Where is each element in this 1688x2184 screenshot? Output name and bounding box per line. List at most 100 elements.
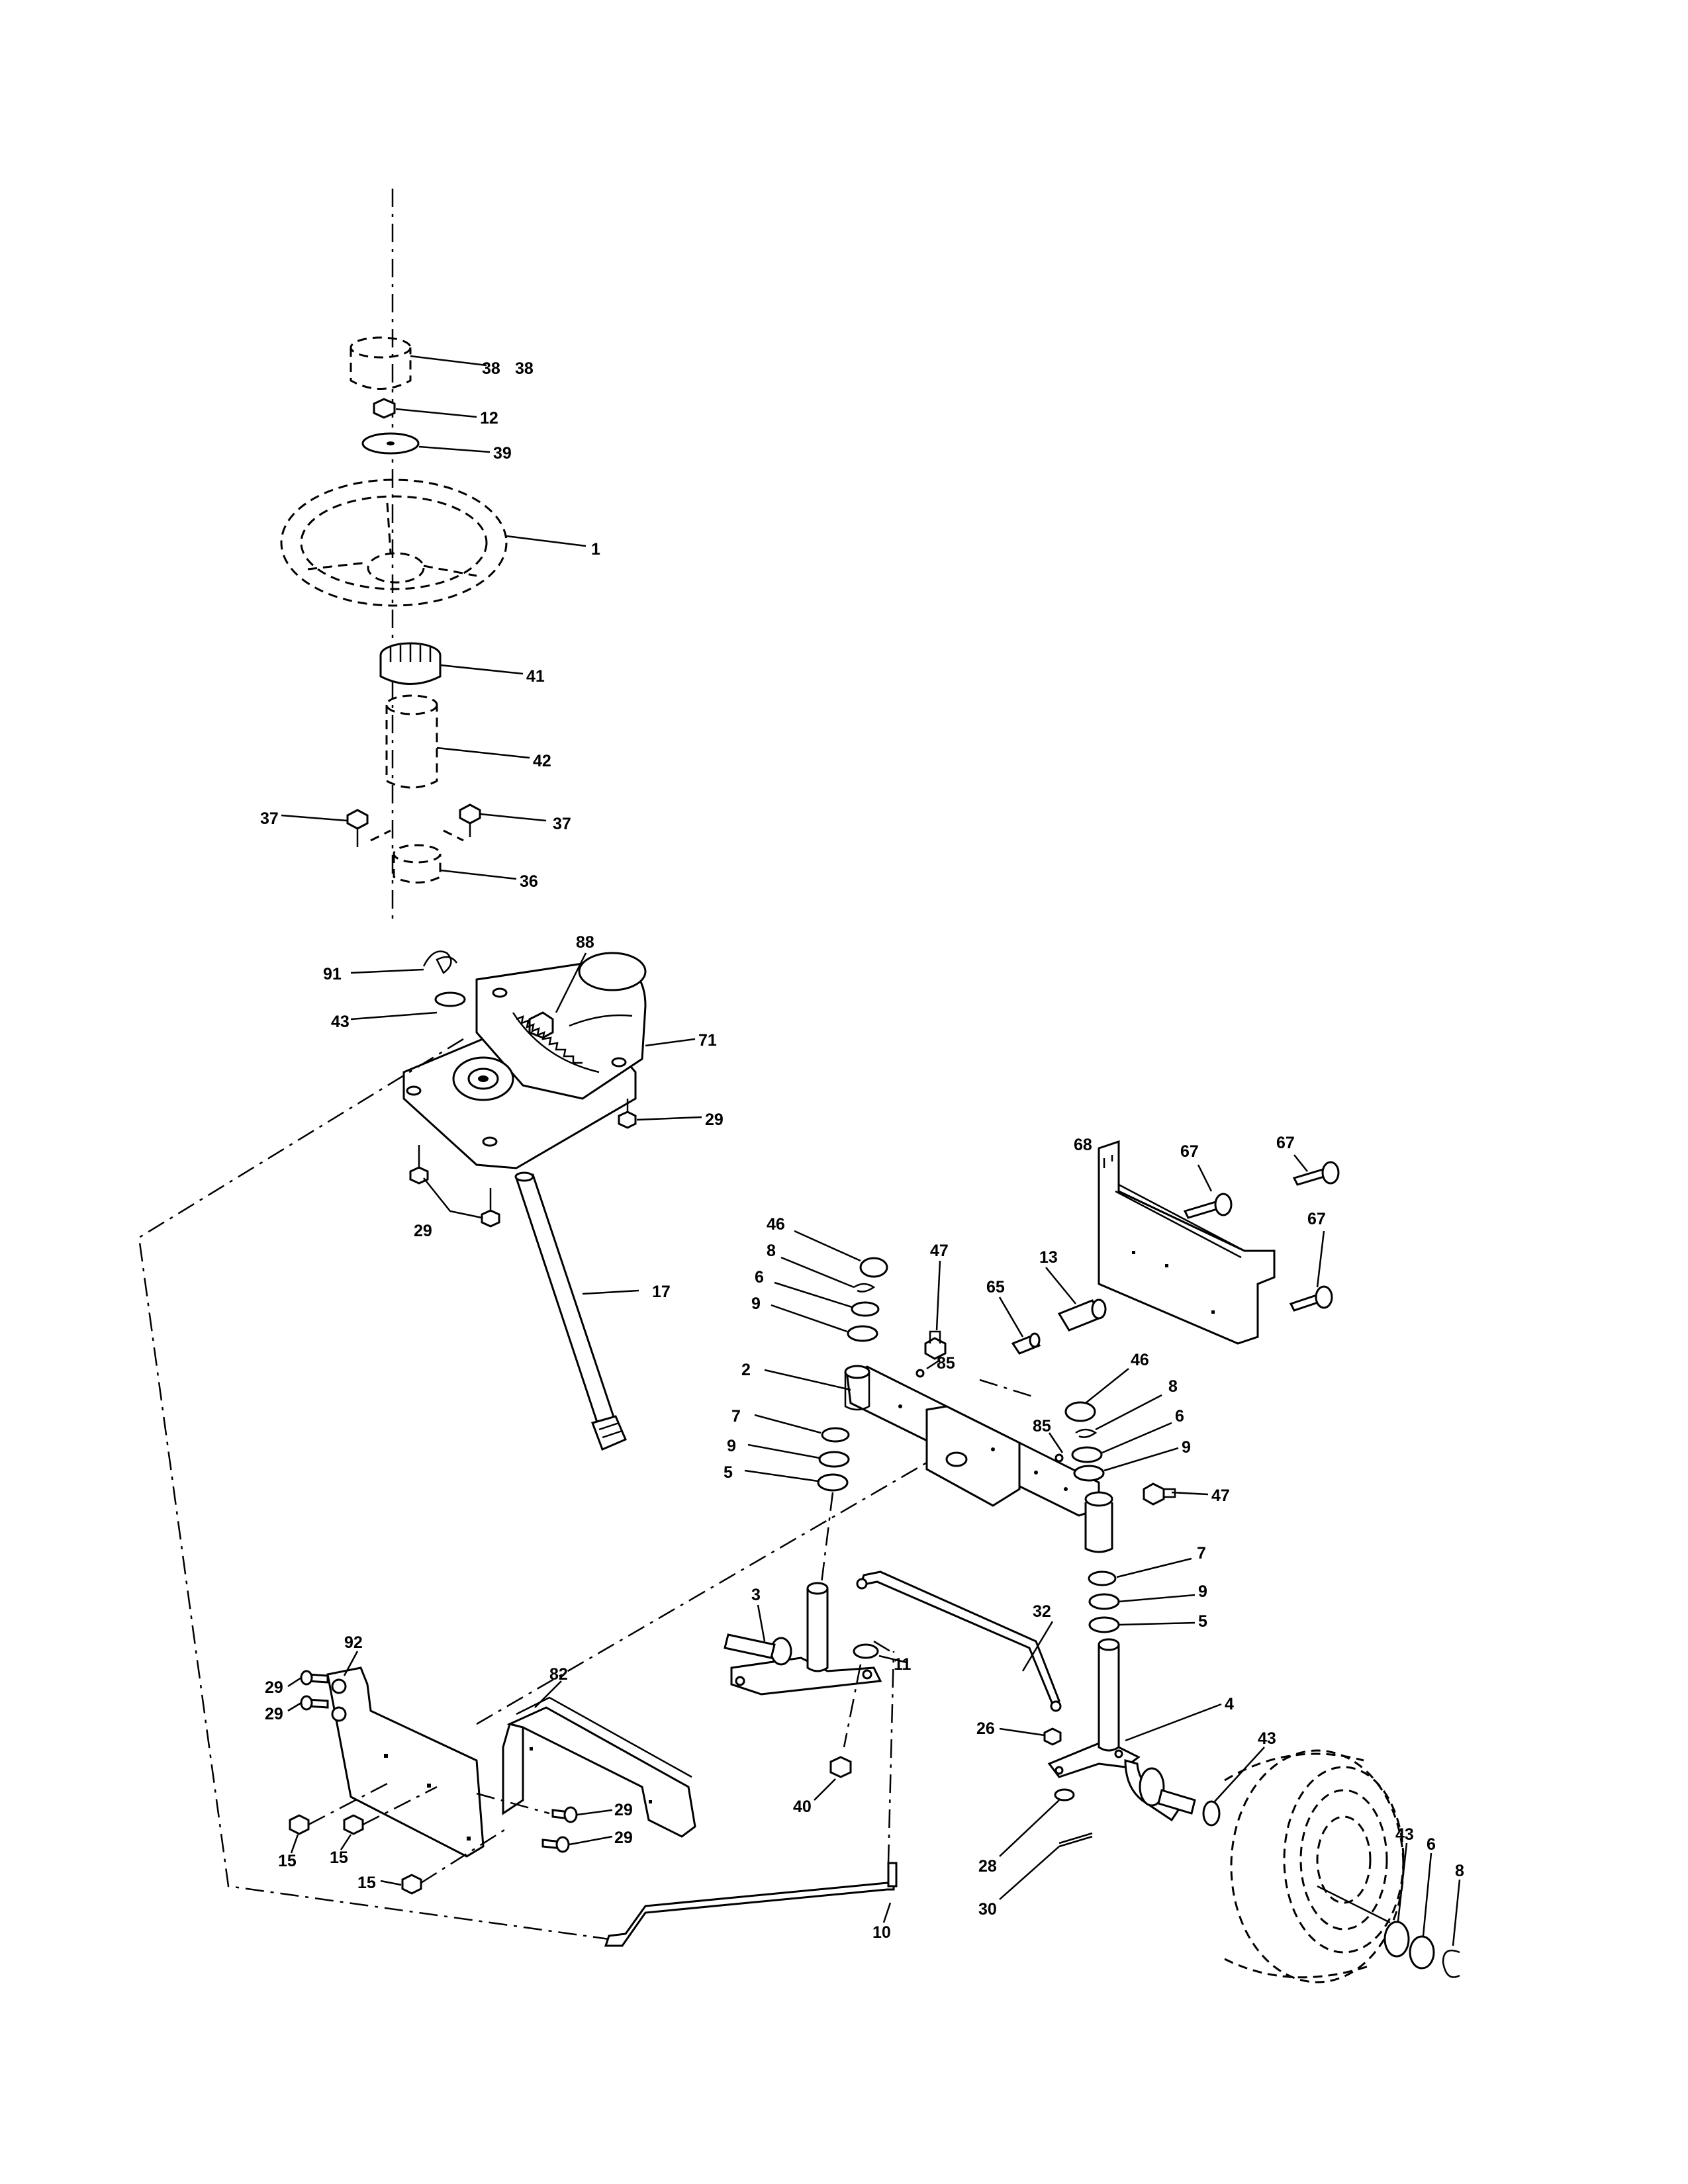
- part-label: 2: [741, 1361, 751, 1379]
- part-label: 65: [986, 1278, 1005, 1297]
- part-label: 29: [614, 1829, 633, 1847]
- part-label: 30: [978, 1900, 997, 1919]
- part-label: 82: [549, 1665, 568, 1684]
- nut-icon: [1043, 1727, 1062, 1746]
- part-label: 1: [591, 540, 600, 559]
- washer-icon: [1202, 1800, 1221, 1827]
- part-label: 6: [1175, 1407, 1184, 1426]
- washer-icon: [434, 991, 466, 1007]
- part-label: 91: [323, 965, 342, 983]
- e-ring-icon: [1442, 1949, 1460, 1978]
- part-label: 39: [493, 444, 512, 463]
- part-label: 8: [767, 1242, 776, 1260]
- tie-rod-icon: [856, 1570, 1062, 1712]
- part-label: 4: [1225, 1695, 1234, 1713]
- part-label: 29: [265, 1678, 283, 1697]
- nut-icon: [829, 1756, 852, 1778]
- part-label: 9: [1198, 1582, 1207, 1601]
- part-label: 38: [482, 359, 500, 378]
- part-label: 41: [526, 667, 545, 686]
- part-label: 67: [1307, 1210, 1326, 1228]
- grease-fitting-icon: [915, 1330, 1176, 1506]
- part-label: 11: [894, 1655, 912, 1674]
- part-label: 85: [937, 1354, 955, 1373]
- part-label: 29: [705, 1111, 724, 1129]
- column-bushing-icon: [370, 829, 464, 884]
- part-label: 43: [1258, 1729, 1276, 1748]
- washer-icon: [853, 1643, 879, 1659]
- part-label: 6: [1427, 1835, 1436, 1854]
- nut-icon: [289, 1814, 422, 1895]
- part-label: 67: [1276, 1134, 1295, 1152]
- part-label: 46: [1131, 1351, 1149, 1369]
- part-label: 5: [724, 1463, 733, 1482]
- part-label: 85: [1033, 1417, 1051, 1435]
- spindle-icon: [724, 1582, 882, 1696]
- bolt-icon: [409, 1099, 637, 1228]
- part-label: 71: [698, 1031, 717, 1050]
- e-ring-icon: [853, 1283, 876, 1293]
- part-label: 42: [533, 752, 551, 770]
- spindle-icon: [1047, 1638, 1196, 1822]
- part-label: 37: [260, 809, 279, 828]
- bolt-icon: [1183, 1161, 1340, 1312]
- steering-gear-icon: [402, 952, 647, 1169]
- steering-cap-icon: [350, 336, 412, 390]
- part-label: 29: [414, 1222, 432, 1240]
- splined-adapter-icon: [379, 642, 442, 685]
- part-label: 9: [751, 1295, 761, 1313]
- part-label: 67: [1180, 1142, 1199, 1161]
- part-label: 32: [1033, 1602, 1051, 1621]
- callout-labels: 38 38 12 39 1 41 42 37 37 36 91 88 43 71…: [260, 359, 1464, 1942]
- part-label: 17: [652, 1283, 671, 1301]
- part-label: 9: [1182, 1438, 1191, 1457]
- part-label: 10: [872, 1923, 891, 1942]
- part-label: 13: [1039, 1248, 1058, 1267]
- washer-icon: [1071, 1446, 1105, 1482]
- clip-icon: [422, 950, 458, 974]
- part-label: 7: [731, 1407, 741, 1426]
- wheel-icon: [1224, 1749, 1405, 1983]
- washer-icon: [1054, 1788, 1075, 1801]
- part-label: 68: [1074, 1136, 1092, 1154]
- washer-icon: [817, 1427, 850, 1492]
- cotter-pin-icon: [1058, 1832, 1093, 1848]
- part-label: 9: [727, 1437, 736, 1455]
- drag-link-path: [138, 1038, 610, 1940]
- part-label: 88: [576, 933, 594, 952]
- support-bracket-icon: [502, 1696, 696, 1838]
- drag-link-icon: [604, 1862, 898, 1947]
- support-plate-icon: [326, 1666, 485, 1858]
- part-label: 5: [1198, 1612, 1207, 1631]
- part-label: 40: [793, 1797, 812, 1816]
- part-label: 43: [1395, 1825, 1414, 1844]
- bolt-icon: [300, 1670, 578, 1853]
- part-label: 29: [265, 1705, 283, 1723]
- axle-bracket-icon: [1098, 1140, 1276, 1345]
- bolt-icon: [346, 803, 481, 847]
- part-label: 47: [1211, 1486, 1230, 1505]
- washer-icon: [1383, 1921, 1435, 1970]
- spacer-icon: [1011, 1298, 1107, 1355]
- steering-wheel-icon: [280, 478, 508, 607]
- part-label: 47: [930, 1242, 949, 1260]
- part-label: 3: [751, 1586, 761, 1604]
- part-label: 6: [755, 1268, 764, 1287]
- part-label: 12: [480, 409, 498, 428]
- part-label: 92: [344, 1633, 363, 1652]
- part-label: 15: [278, 1852, 297, 1870]
- part-label: 15: [357, 1874, 376, 1892]
- part-label: 28: [978, 1857, 997, 1876]
- part-label: 15: [330, 1848, 348, 1867]
- part-label: 8: [1168, 1377, 1178, 1396]
- nut-icon: [373, 398, 396, 419]
- washer-icon: [1088, 1570, 1120, 1633]
- washer-icon: [847, 1301, 880, 1342]
- washer-icon: [361, 432, 420, 455]
- front-axle-icon: [844, 1365, 1113, 1553]
- part-label: 8: [1455, 1862, 1464, 1880]
- part-label: 38: [515, 359, 534, 378]
- e-ring-icon: [1075, 1428, 1098, 1438]
- column-tube-icon: [385, 694, 438, 789]
